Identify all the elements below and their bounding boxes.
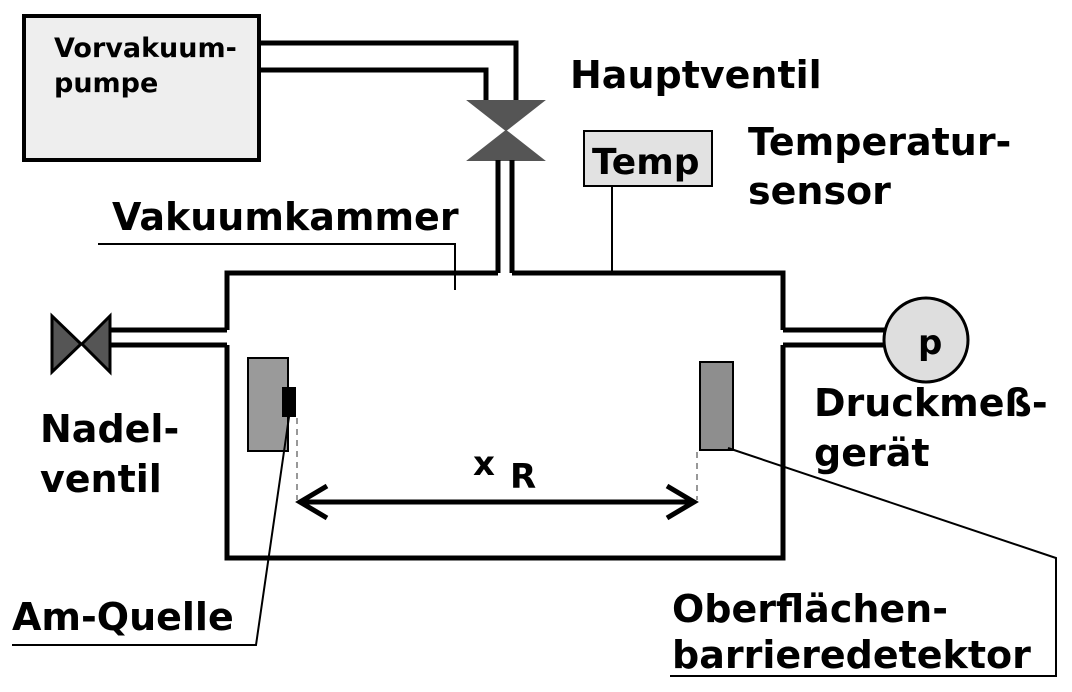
pump-pipe: [259, 40, 519, 102]
pump-box: [22, 14, 261, 162]
needle-valve-icon: [50, 312, 112, 376]
am-source-leader: [12, 409, 291, 646]
detector: [699, 361, 734, 451]
gauge-label-1: Druckmeß-: [814, 381, 1048, 425]
vacuum-chamber: [224, 270, 786, 561]
temp-sensor-label-1: Temperatur-: [748, 120, 1011, 164]
detector-label-2: barrieredetektor: [672, 633, 1031, 677]
gauge-symbol: p: [918, 323, 942, 363]
am-source-tip: [282, 387, 296, 417]
distance-r-label: R: [510, 457, 536, 497]
pressure-gauge-icon: [882, 296, 970, 384]
temp-box: [583, 130, 713, 187]
distance-extension-lines: [296, 418, 698, 500]
needle-valve-pipe: [111, 327, 227, 348]
chamber-pipe: [495, 160, 515, 273]
main-valve-label: Hauptventil: [570, 53, 822, 97]
am-source-label: Am-Quelle: [12, 595, 234, 639]
detector-leader: [670, 447, 1057, 677]
distance-x-label: x: [473, 444, 495, 484]
pump-label-2: pumpe: [54, 68, 158, 99]
chamber-label: Vakuumkammer: [112, 195, 459, 239]
temp-sensor-label-2: sensor: [748, 169, 891, 213]
detector-label-1: Oberflächen-: [672, 587, 948, 631]
main-valve-icon: [466, 100, 546, 161]
am-source-holder: [247, 357, 289, 452]
pump-label-1: Vorvakuum-: [54, 33, 237, 64]
gauge-label-2: gerät: [814, 431, 930, 475]
needle-valve-label-2: ventil: [40, 457, 162, 501]
gauge-pipe: [783, 327, 885, 348]
distance-arrow: [295, 483, 699, 521]
chamber-leader: [98, 243, 456, 290]
needle-valve-label-1: Nadel-: [40, 407, 179, 451]
temp-box-label: Temp: [592, 142, 699, 183]
